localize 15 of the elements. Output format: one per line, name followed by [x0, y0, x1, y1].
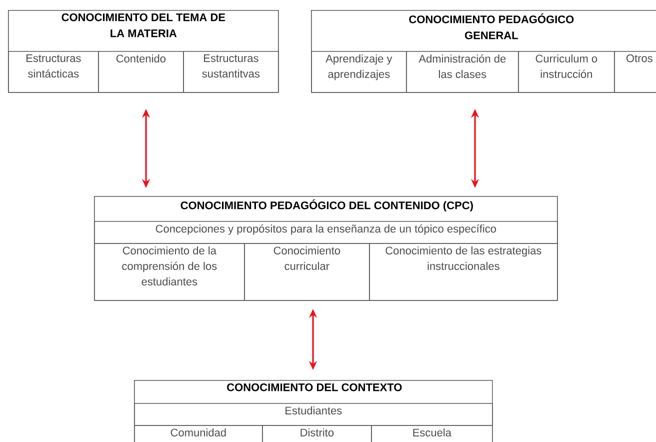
table-cell: Distrito	[262, 425, 372, 442]
table-cell: Estructuras sustantitvas	[183, 51, 279, 93]
table-cell: Aprendizaje y aprendizajes	[311, 51, 407, 93]
table-cell: Contenido	[98, 51, 184, 93]
table-cell: Otros	[614, 51, 656, 93]
table-cell: Curriculum o instrucción	[518, 51, 615, 93]
table-cell: Escuela	[371, 425, 493, 442]
table-cell: Conocimiento de las estrategias instruccionales	[369, 243, 558, 301]
table-cell: Concepciones y propósitos para la enseñanza de un tópico específico	[94, 221, 558, 244]
table-cell: Estudiantes	[134, 403, 493, 426]
table-cell: Estructuras sintácticas	[8, 51, 99, 93]
table-cell: Conocimiento curricular	[244, 243, 370, 301]
table-cell: Comunidad	[134, 425, 263, 442]
table-cell: Administración de las clases	[406, 51, 519, 93]
table-cell: Conocimiento de la comprensión de los estudiantes	[94, 243, 245, 301]
